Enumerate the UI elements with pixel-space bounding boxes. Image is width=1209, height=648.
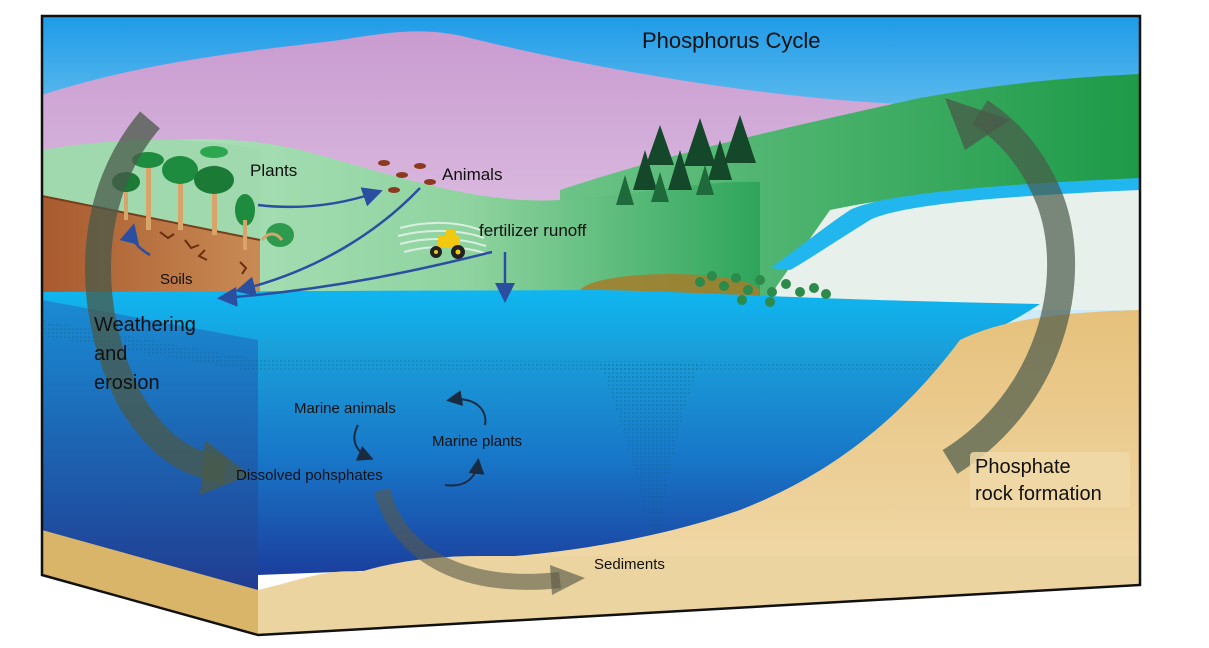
label-phosphate-2: rock formation — [975, 483, 1102, 505]
tractor-icon — [430, 230, 465, 259]
arrow-animals-to-soil — [235, 187, 421, 297]
label-marine-plants: Marine plants — [432, 433, 522, 450]
arrow-plants-to-animals — [257, 187, 383, 209]
sand-bottom — [258, 556, 1140, 635]
box-outline — [40, 14, 1142, 637]
label-weathering-2: and — [94, 343, 127, 365]
deep-water-side — [42, 300, 258, 600]
label-animals: Animals — [442, 165, 502, 184]
sand-right — [430, 310, 1140, 560]
label-marine-animals: Marine animals — [294, 400, 396, 417]
weathering-arrow — [85, 111, 250, 495]
sediment-arrow — [374, 487, 585, 595]
soil-roots — [159, 231, 248, 275]
dotted-layer — [42, 320, 960, 372]
arrow-animals-to-phosphates — [353, 424, 374, 461]
label-weathering-1: Weathering — [94, 314, 196, 336]
riverside-trees — [695, 271, 831, 307]
page-title: Phosphorus Cycle — [642, 28, 821, 53]
marine-cycle-arrows — [353, 390, 487, 487]
deep-water-front — [258, 340, 960, 575]
label-dissolved-phosphates: Dissolved pohsphates — [236, 467, 383, 484]
phosphate-rock-arrow — [942, 98, 1076, 474]
arrow-phosphates-to-plants — [444, 458, 485, 487]
phosphate-label-box — [970, 452, 1130, 508]
arrow-fertilizer-to-soil — [217, 250, 493, 307]
animals-herd — [378, 160, 436, 193]
conifer-trees — [616, 115, 756, 205]
label-plants: Plants — [250, 161, 297, 180]
sand-side — [42, 530, 258, 635]
water-surface — [42, 290, 1040, 340]
dotted-column — [600, 362, 700, 540]
arrow-plants-to-animals-marine — [446, 390, 487, 426]
river — [770, 178, 1140, 270]
label-weathering-3: erosion — [94, 372, 160, 394]
label-fertilizer-runoff: fertilizer runoff — [479, 221, 587, 240]
arrow-soil-to-plants — [119, 223, 151, 257]
label-sediments: Sediments — [594, 556, 665, 573]
label-soils: Soils — [160, 271, 193, 288]
land-arrows — [119, 187, 515, 307]
label-phosphate-1: Phosphate — [975, 456, 1071, 478]
